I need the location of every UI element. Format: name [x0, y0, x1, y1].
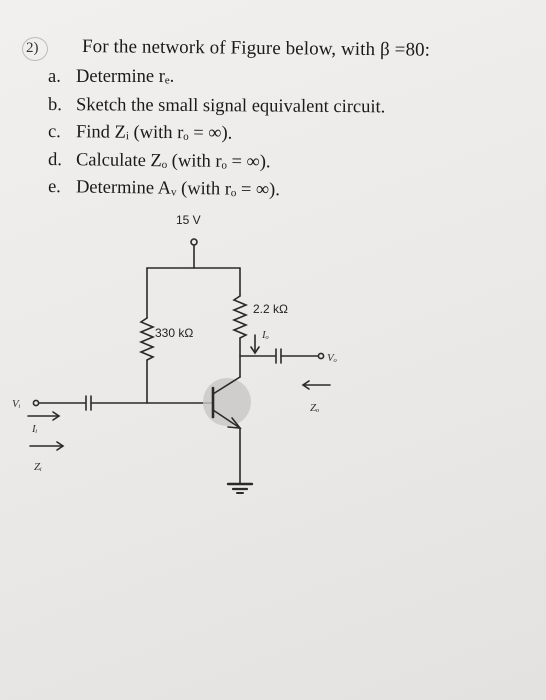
transistor-body: [203, 378, 251, 426]
rc-resistor: [231, 295, 249, 339]
rb-label: 330 kΩ: [155, 326, 193, 340]
question-parts: a.Determine rₑ. b.Sketch the small signa…: [48, 64, 385, 202]
part-a: a. Determine rₑ.: [48, 64, 385, 92]
supply-label: 15 V: [176, 213, 201, 227]
io-label: Iₒ: [261, 329, 269, 341]
io-arrowhead: [250, 346, 260, 355]
supply-terminal: [190, 238, 198, 246]
transistor-emitter: [212, 409, 241, 429]
rb-resistor: [138, 317, 156, 361]
ii-label: Iᵢ: [31, 423, 38, 435]
part-text: Determine rₑ.: [76, 67, 175, 87]
ii-arrowhead: [52, 411, 61, 421]
part-label: a.: [48, 67, 61, 87]
vo-terminal: [317, 352, 325, 360]
vo-label: Vₒ: [327, 352, 337, 364]
vi-terminal: [32, 399, 40, 407]
zi-arrowhead: [56, 441, 65, 451]
zo-label: Zₒ: [310, 402, 319, 414]
vi-label: Vᵢ: [12, 398, 21, 410]
zi-label: Zᵢ: [34, 461, 42, 473]
rc-label: 2.2 kΩ: [253, 302, 288, 316]
zo-arrowhead: [301, 380, 310, 390]
transistor-collector: [212, 376, 241, 395]
question-number: 2): [22, 37, 48, 61]
